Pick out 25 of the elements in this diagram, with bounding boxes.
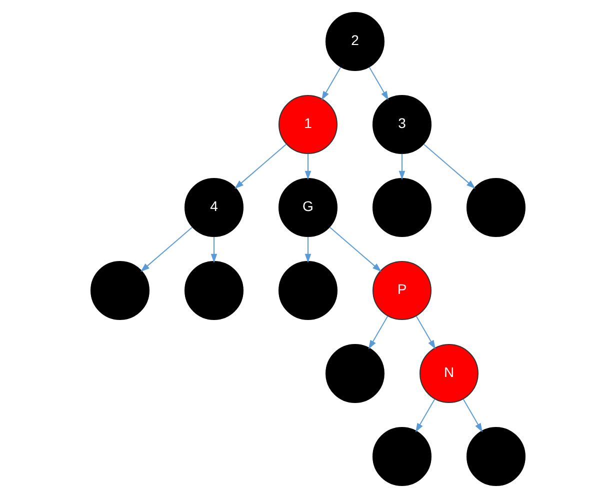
arrow <box>462 398 482 432</box>
node-circle <box>372 427 431 486</box>
arrow <box>304 236 311 263</box>
node-circle: 1 <box>278 95 337 154</box>
arrow <box>368 316 388 350</box>
arrow <box>140 226 192 272</box>
node-circle <box>466 427 525 486</box>
arrow <box>415 398 435 432</box>
arrow <box>321 66 341 100</box>
arrow <box>304 153 311 180</box>
arrow <box>398 153 405 180</box>
node-circle: 3 <box>372 95 431 154</box>
arrow <box>234 144 286 189</box>
node-circle: G <box>278 178 337 237</box>
node-circle <box>278 261 337 320</box>
arrow <box>210 236 217 263</box>
node-circle <box>325 344 384 403</box>
arrow <box>368 66 388 100</box>
arrow <box>422 144 475 189</box>
node-circle: 2 <box>325 12 384 71</box>
arrow <box>415 316 435 350</box>
node-circle <box>372 178 431 237</box>
arrow <box>328 226 381 272</box>
node-circle: N <box>419 344 478 403</box>
node-circle <box>184 261 243 320</box>
